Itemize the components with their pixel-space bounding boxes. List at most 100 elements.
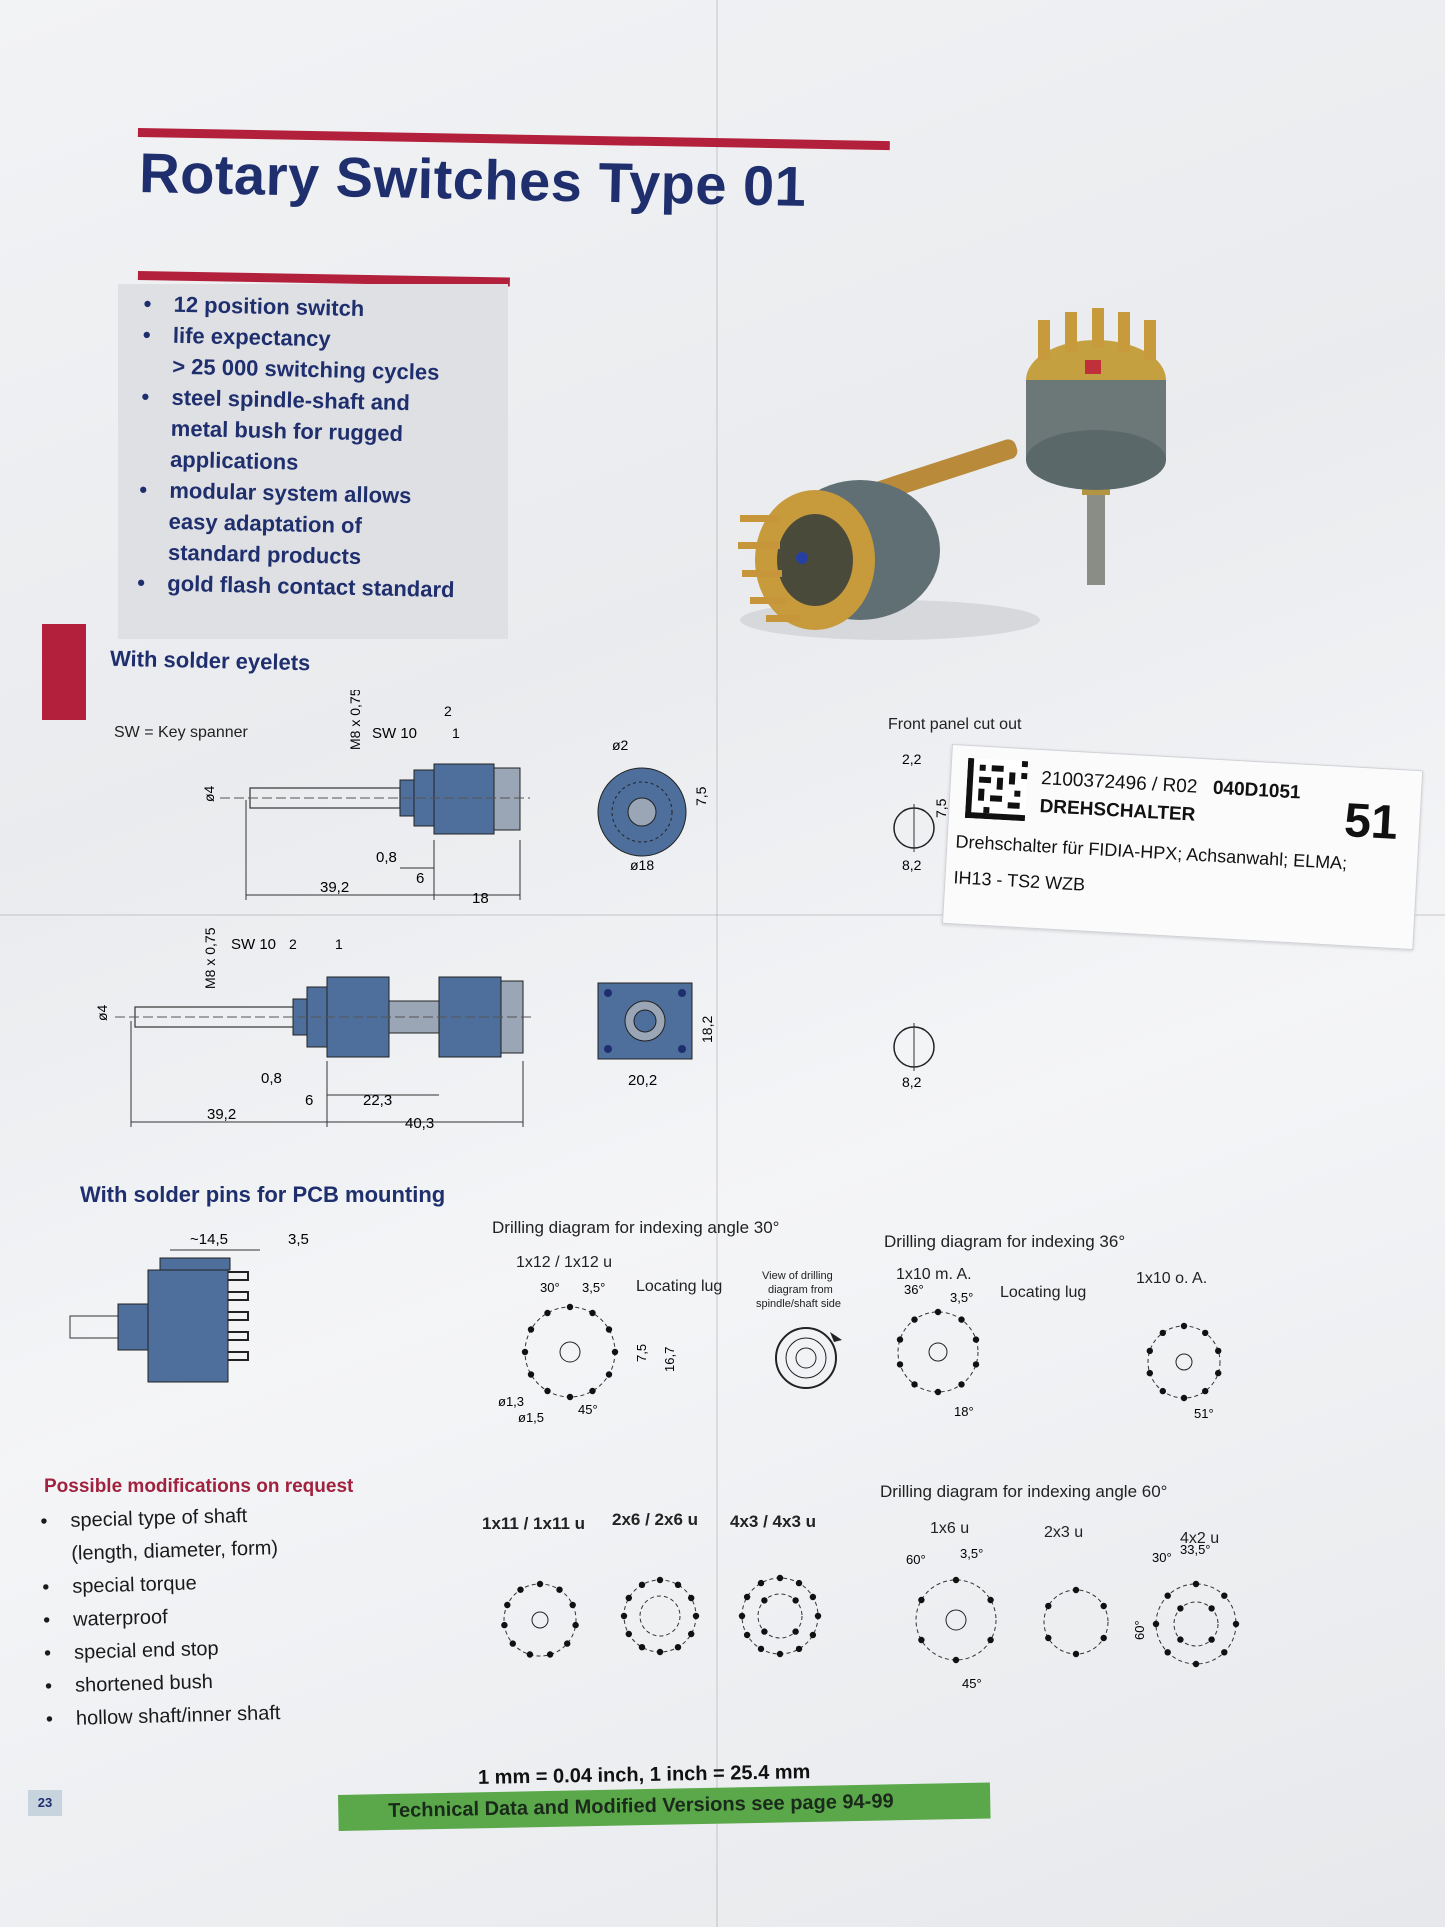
part-code: 040D1051 xyxy=(1212,777,1302,804)
key-spanner-note: SW = Key spanner xyxy=(114,724,248,741)
dim-m8: M8 x 0,75 xyxy=(202,927,218,989)
drill-hole xyxy=(776,1574,784,1582)
drill-hole xyxy=(896,1361,904,1368)
drill-hole xyxy=(1215,1347,1222,1355)
drill-hole xyxy=(1177,1605,1184,1612)
drill-hole xyxy=(527,1326,535,1333)
drill-hole xyxy=(1146,1347,1153,1355)
unit-conversion: 1 mm = 0.04 inch, 1 inch = 25.4 mm xyxy=(477,1761,811,1789)
drill-hole xyxy=(611,1348,619,1356)
drill-hole xyxy=(757,1579,765,1587)
drill-hole xyxy=(1208,1636,1215,1643)
drill-hole xyxy=(1180,1322,1188,1330)
drill-hole xyxy=(918,1596,925,1604)
drill-hole xyxy=(972,1361,980,1368)
drill-hole xyxy=(692,1612,700,1620)
drill-hole xyxy=(1072,1586,1080,1594)
switch-left xyxy=(738,439,1018,630)
dim-m8: M8 x 0,75 xyxy=(347,690,363,750)
dim-d4: ø4 xyxy=(201,785,217,802)
drill-hole xyxy=(605,1371,613,1378)
drill-hole xyxy=(1100,1634,1107,1642)
drill-hole xyxy=(527,1371,535,1378)
angle-30: 30° xyxy=(1152,1550,1172,1565)
part-name: DREHSCHALTER xyxy=(1039,796,1196,826)
drill-hole xyxy=(792,1628,799,1635)
drill-hole xyxy=(1045,1602,1052,1610)
pcb-pins xyxy=(228,1271,249,1361)
drill-hole xyxy=(620,1612,628,1620)
part-number: 2100372496 / R02 xyxy=(1040,768,1198,798)
dim-392: 39,2 xyxy=(207,1106,236,1123)
extra-drilling-diagrams xyxy=(501,1574,822,1658)
drill-hole xyxy=(556,1586,563,1593)
angle-335: 33,5° xyxy=(1180,1542,1211,1557)
drill-hole xyxy=(1215,1369,1222,1377)
screw xyxy=(678,989,686,997)
view-note-1: View of drilling xyxy=(762,1270,833,1282)
dim-18: 18 xyxy=(472,890,489,907)
part-label-sticker: 2100372496 / R02 040D1051 DREHSCHALTER 5… xyxy=(941,744,1424,951)
drill60-variant-2: 2x3 u xyxy=(1044,1524,1084,1541)
drill36-diagram-2: 51° xyxy=(1146,1322,1222,1421)
drill-hole xyxy=(589,1309,596,1317)
drill-hole xyxy=(564,1640,571,1647)
drill-hole xyxy=(1202,1329,1209,1337)
drill-hole xyxy=(656,1576,664,1584)
drill-hole xyxy=(738,1612,746,1620)
eyelets xyxy=(493,767,521,831)
drill-hole xyxy=(589,1387,596,1395)
hole-set xyxy=(521,1303,619,1401)
angle-51: 51° xyxy=(1194,1406,1214,1421)
drill60-variant-1: 1x6 u xyxy=(930,1520,970,1537)
dim-d18: ø18 xyxy=(630,857,654,873)
drill30-variant: 1x12 / 1x12 u xyxy=(516,1254,613,1271)
drill-hole xyxy=(544,1387,551,1395)
dim-sw: SW 10 xyxy=(372,725,417,742)
vertical-fold xyxy=(716,0,718,1927)
horizontal-fold xyxy=(0,914,1445,916)
hole-set xyxy=(1146,1322,1222,1402)
drill-hole xyxy=(688,1630,695,1638)
drill-hole xyxy=(544,1309,551,1317)
center-hole xyxy=(1175,1353,1193,1371)
technical-data-text: Technical Data and Modified Versions see… xyxy=(388,1790,894,1823)
drill60-title: Drilling diagram for indexing angle 60° xyxy=(880,1482,1168,1501)
dim-403: 40,3 xyxy=(405,1115,434,1132)
view-note-2: diagram from xyxy=(768,1284,833,1296)
drill-hole xyxy=(934,1388,942,1396)
dim-6: 6 xyxy=(305,1092,313,1109)
diagram-4x3 xyxy=(738,1574,822,1658)
hub xyxy=(627,797,657,827)
dim-182: 18,2 xyxy=(699,1016,715,1043)
front-panel-label: Front panel cut out xyxy=(888,716,1022,733)
dim-sw: SW 10 xyxy=(231,936,276,953)
dim-392: 39,2 xyxy=(320,879,349,896)
pitch-circle xyxy=(897,1311,979,1393)
screw xyxy=(604,989,612,997)
pcb-switch-drawing: ~14,5 3,5 xyxy=(69,1231,309,1383)
drill-hole xyxy=(1164,1649,1171,1656)
dim-223: 22,3 xyxy=(363,1092,392,1109)
drill-hole xyxy=(1152,1620,1160,1628)
drill-hole xyxy=(605,1326,613,1333)
drill-hole xyxy=(761,1628,768,1635)
drill36-diagram-1: 36° 3,5° 18° xyxy=(896,1282,980,1419)
drill36-title: Drilling diagram for indexing 36° xyxy=(884,1232,1126,1251)
side-view-drawing-bottom: ø4 M8 x 0,75 SW 10 2 1 0,8 6 22,3 39,2 4… xyxy=(95,927,533,1132)
drill-hole xyxy=(1072,1650,1080,1658)
drill-hole xyxy=(814,1612,822,1620)
screw xyxy=(678,1045,686,1053)
drill-hole xyxy=(934,1308,942,1316)
drill-hole xyxy=(1221,1592,1228,1599)
drill-hole xyxy=(638,1581,646,1588)
center-shaft xyxy=(633,1009,657,1033)
drill60-variant-3: 4x2 u xyxy=(1180,1530,1220,1547)
drill-hole xyxy=(625,1630,632,1638)
drill-hole xyxy=(1232,1620,1240,1628)
technical-data-banner: Technical Data and Modified Versions see… xyxy=(338,1782,991,1831)
screw xyxy=(604,1045,612,1053)
dim-2: 2 xyxy=(289,936,297,952)
drill-hole xyxy=(743,1593,751,1601)
